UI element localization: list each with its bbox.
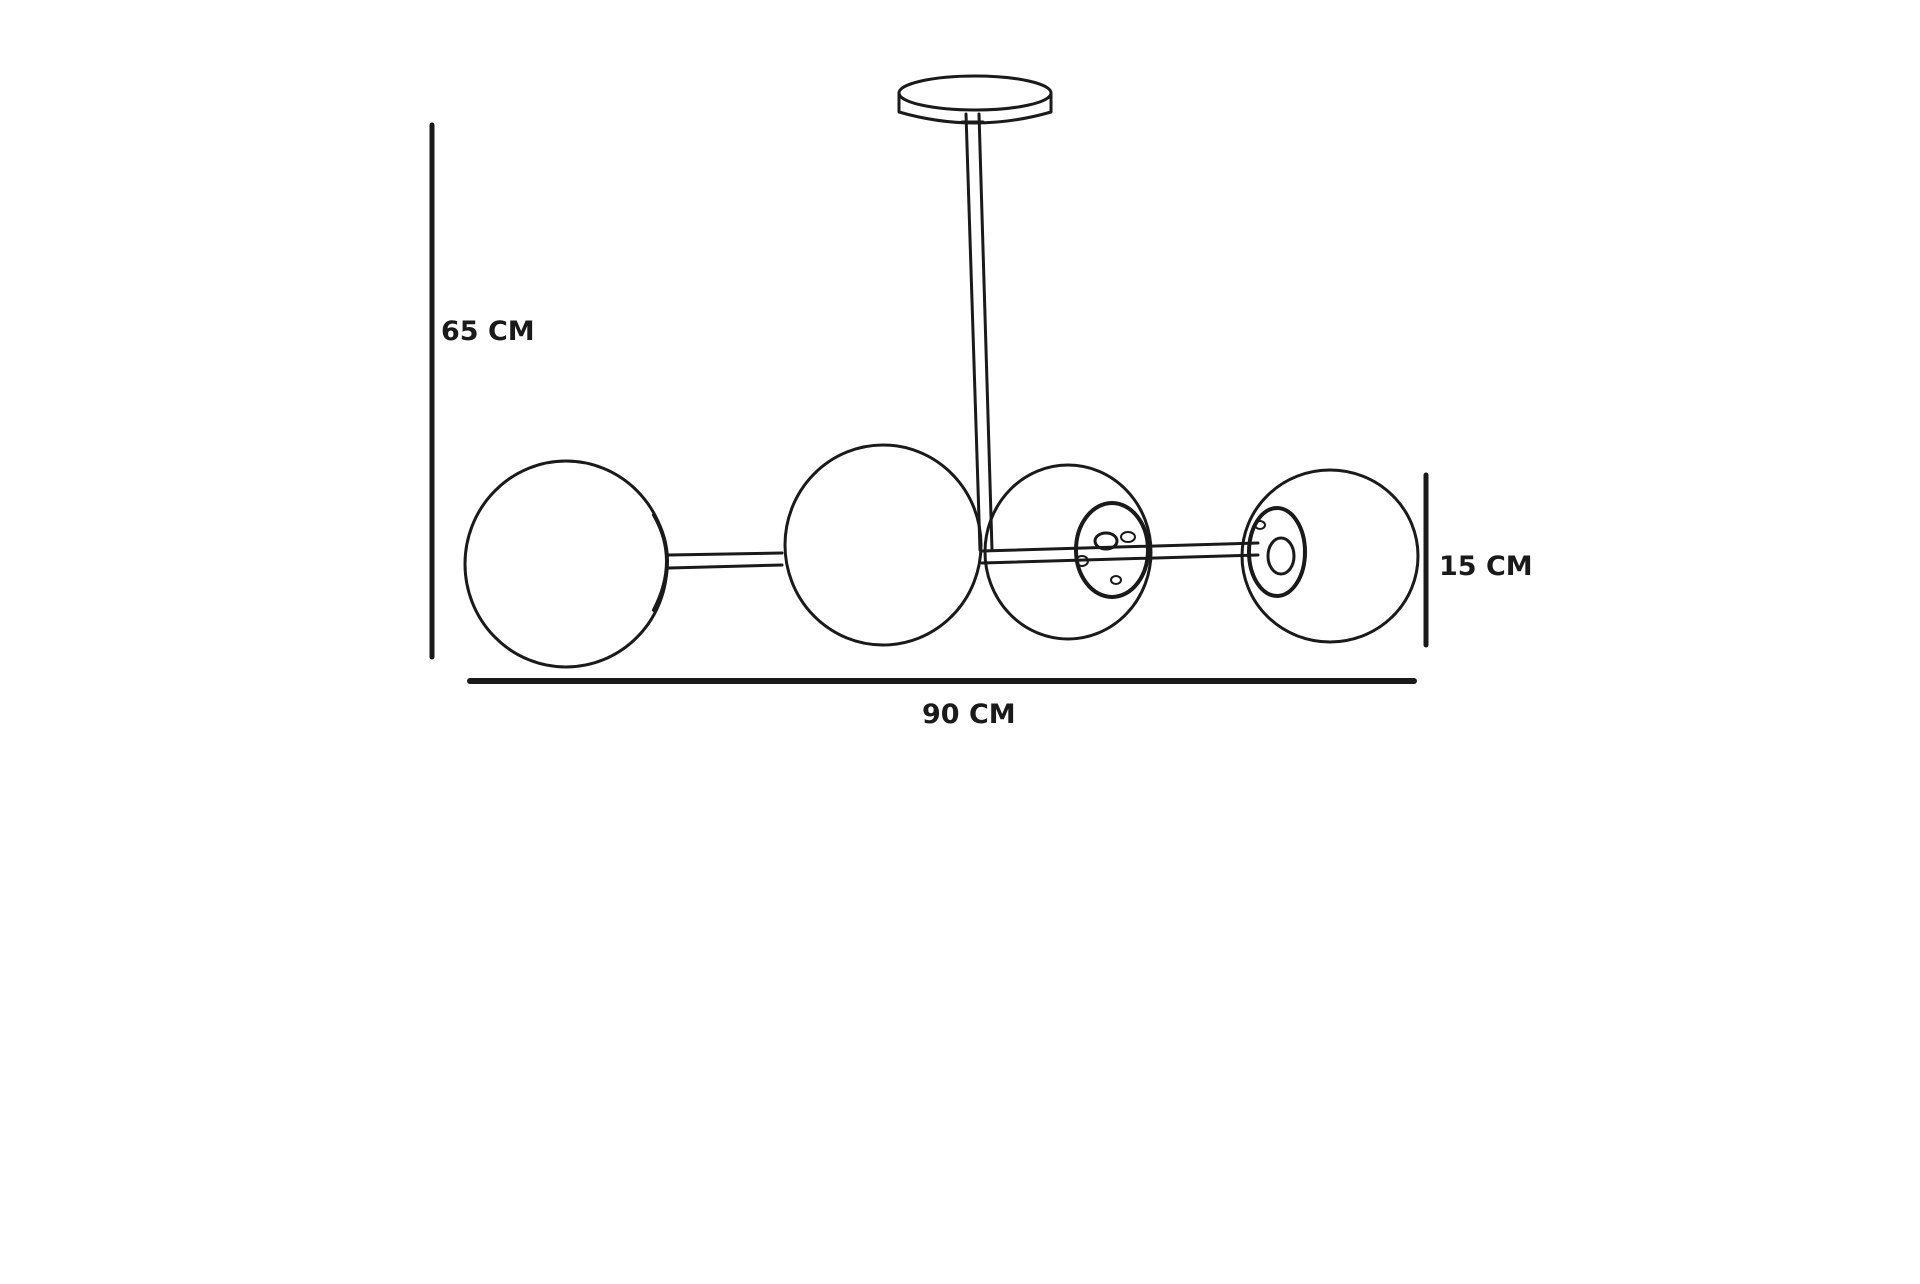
width-label: 90 CM xyxy=(922,699,1016,730)
globe-diameter-label: 15 CM xyxy=(1439,551,1533,582)
globe-3 xyxy=(983,463,1153,641)
ceiling-canopy xyxy=(897,74,1053,125)
horizontal-arm-right xyxy=(980,541,1260,565)
globe-1 xyxy=(463,459,669,669)
horizontal-arm-left xyxy=(667,551,784,570)
height-label: 65 CM xyxy=(441,316,535,347)
vertical-stem xyxy=(960,112,994,552)
globe-2 xyxy=(783,443,983,647)
globe-4 xyxy=(1240,468,1420,644)
